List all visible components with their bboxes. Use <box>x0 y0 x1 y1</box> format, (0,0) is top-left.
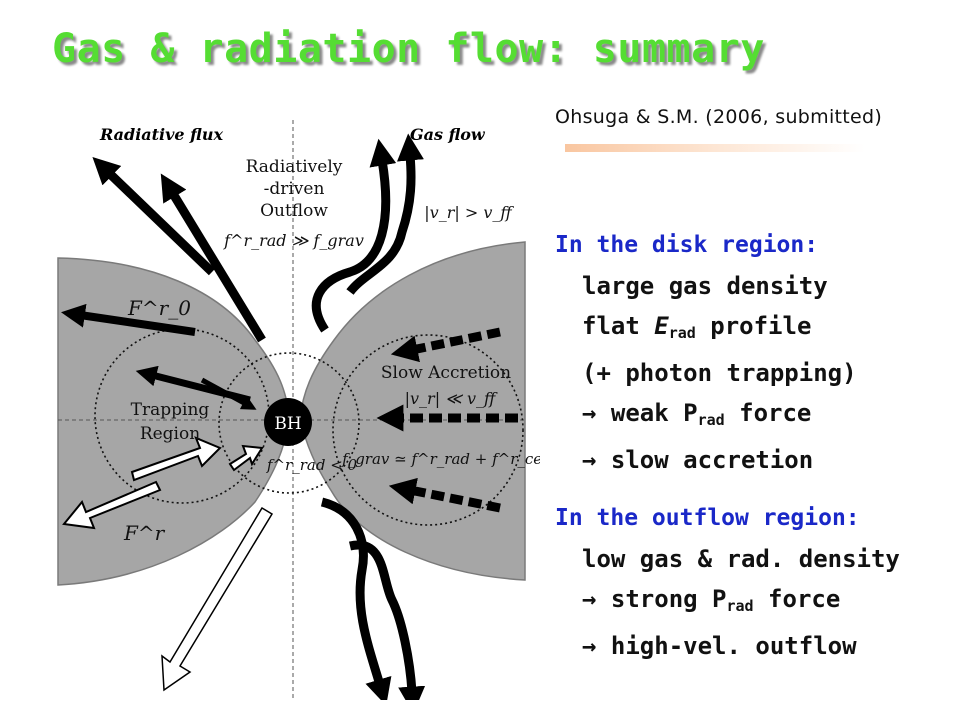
citation: Ohsuga & S.M. (2006, submitted) <box>555 106 883 128</box>
black-hole <box>264 398 312 446</box>
disk-right <box>299 241 526 581</box>
trapping-arrow-in <box>200 377 257 410</box>
outflow-condition: f^r_rad ≫ f_grav <box>223 231 364 250</box>
flux-F-label: F^r <box>123 521 166 545</box>
gas-flow-label: Gas flow <box>410 125 486 144</box>
white-arrow-down <box>161 506 274 692</box>
radiative-flux-arrow-2 <box>92 157 216 276</box>
force-balance: f_grav ≃ f^r_rad + f^r_cent <box>341 450 540 468</box>
outflow-item: → high-vel. outflow <box>582 632 857 660</box>
gas-outflow-arrow-2 <box>346 133 424 295</box>
disk-item: → weak Prad force <box>582 399 812 429</box>
gas-outflow-arrow-1 <box>311 138 397 333</box>
radiative-flux-arrow-1 <box>160 173 266 343</box>
flux-F0-label: F^r_0 <box>127 296 191 320</box>
trapping-label-line2: Region <box>140 424 200 444</box>
f-rad-negative: f^r_rad < 0 <box>266 456 358 474</box>
outflow-item: low gas & rad. density <box>582 545 900 573</box>
trapping-label-line1: Trapping <box>131 400 210 420</box>
white-arrow-outward <box>62 480 162 530</box>
gas-outflow-arrow-3 <box>320 497 392 700</box>
bh-label: BH <box>274 414 301 434</box>
slow-accretion-label: Slow Accretion <box>381 363 511 383</box>
citation-underline <box>565 144 865 152</box>
velocity-slow: |v_r| ≪ v_ff <box>405 389 498 408</box>
outflow-label-line3: Outflow <box>260 201 328 221</box>
F0-arrow <box>61 303 196 336</box>
radiative-flux-label: Radiative flux <box>99 125 223 144</box>
slow-accretion-circle <box>332 334 524 526</box>
disk-item: flat Erad profile <box>582 312 812 342</box>
white-arrow-inward-1 <box>130 436 222 482</box>
velocity-fast: |v_r| > v_ff <box>424 203 514 222</box>
outflow-item: → strong Prad force <box>582 585 841 615</box>
accretion-arrow-1 <box>390 327 501 363</box>
outflow-label-line1: Radiatively <box>246 157 343 177</box>
disk-region-section: In the disk region: large gas density fl… <box>555 232 857 480</box>
bh-outer-circle <box>218 352 360 494</box>
flow-diagram: BH Radiative flux Gas flow Radiatively -… <box>57 120 540 700</box>
slide-title: Gas & radiation flow: summary <box>52 26 765 72</box>
white-arrow-inward-2 <box>228 444 264 472</box>
disk-region-title: In the disk region: <box>555 232 819 258</box>
outflow-region-section: In the outflow region: low gas & rad. de… <box>555 505 900 666</box>
accretion-arrow-3 <box>388 477 501 513</box>
outflow-region-title: In the outflow region: <box>555 505 860 531</box>
gas-outflow-arrow-4 <box>349 540 426 700</box>
outflow-label-line2: -driven <box>264 179 325 199</box>
disk-item: → slow accretion <box>582 446 814 474</box>
disk-item: large gas density <box>582 272 828 300</box>
disk-item: (+ photon trapping) <box>582 359 857 387</box>
